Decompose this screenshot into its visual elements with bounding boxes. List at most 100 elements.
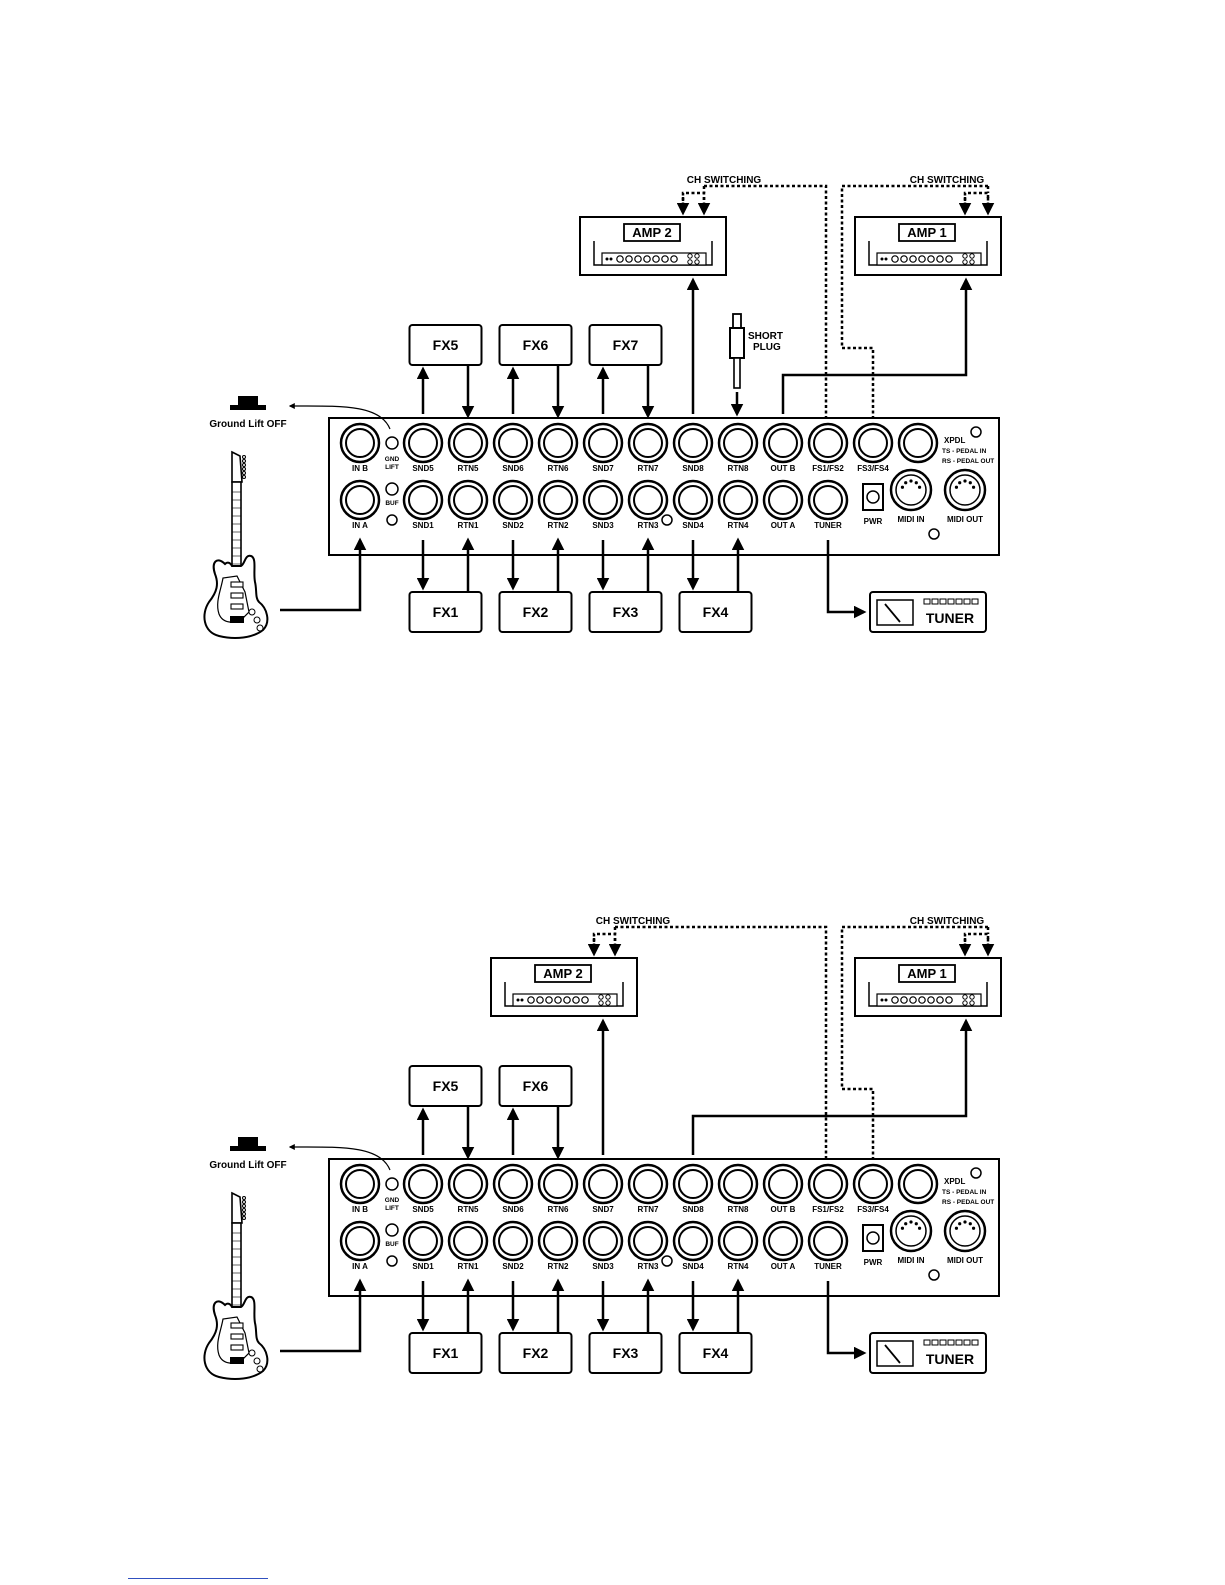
jack-fs3-fs4-inner	[858, 1169, 888, 1199]
screw	[970, 426, 982, 438]
amp-2-label: AMP 2	[632, 225, 672, 240]
jack-fs1-fs2-inner	[813, 1169, 843, 1199]
jack-rtn7-inner	[633, 428, 663, 458]
label-rtn3: RTN3	[638, 1262, 659, 1271]
ground-lift-arrow	[288, 402, 391, 430]
tuner-box-led	[963, 598, 971, 605]
fx-box-fx7	[588, 324, 663, 366]
tuner-box-led	[963, 1339, 971, 1346]
amp-1-dot	[880, 257, 884, 261]
fx-box-fx3-label: FX3	[613, 604, 639, 620]
label-snd2: SND2	[502, 521, 524, 530]
label-rtn4: RTN4	[728, 1262, 749, 1271]
fx-box-fx4	[678, 591, 753, 633]
label-snd8: SND8	[682, 1205, 704, 1214]
buf-led	[385, 482, 399, 496]
jack-snd7-inner	[588, 428, 618, 458]
jack-rtn8-inner	[723, 428, 753, 458]
amp-1-knob	[918, 255, 926, 263]
footer-rule	[128, 1578, 268, 1579]
amp-2-label: AMP 2	[543, 966, 583, 981]
label-short: SHORT	[748, 331, 783, 342]
label-lift: LIFT	[385, 464, 399, 471]
fx-box-fx1-label: FX1	[433, 1345, 459, 1361]
tuner-cable	[826, 1281, 867, 1360]
jack-rtn4-inner	[723, 1226, 753, 1256]
short-plug-tip	[733, 357, 741, 389]
amp-1-knob	[909, 255, 917, 263]
label-fs3-fs4: FS3/FS4	[857, 464, 889, 473]
fx-box-fx6	[498, 324, 573, 366]
guitar-knob	[256, 624, 264, 632]
midi-in-pin	[914, 1222, 918, 1226]
amp-2-switch	[605, 994, 611, 1000]
screw	[661, 1255, 673, 1267]
jack-rtn5-inner	[453, 428, 483, 458]
amp-2-knob	[634, 255, 642, 263]
guitar-pickup	[230, 1333, 244, 1340]
amp-2-dot	[609, 257, 613, 261]
amp-1-knob	[936, 996, 944, 1004]
tuner-box-led	[931, 1339, 939, 1346]
label-fs1-fs2: FS1/FS2	[812, 1205, 844, 1214]
label-snd2: SND2	[502, 1262, 524, 1271]
guitar-pickup	[230, 1344, 244, 1351]
guitar	[203, 450, 269, 639]
amp-2-switch	[687, 253, 693, 259]
amp-1-label-frame	[898, 223, 956, 242]
label-tuner: TUNER	[814, 521, 842, 530]
tuner-box-meter	[876, 599, 914, 626]
screw	[386, 1255, 398, 1267]
label-out-b: OUT B	[771, 1205, 796, 1214]
fx-box-fx4-label: FX4	[703, 1345, 729, 1361]
fx-box-fx3	[588, 591, 663, 633]
label-in-b: IN B	[352, 464, 368, 473]
ground-lift-switch-base	[230, 1146, 266, 1151]
fx-box-fx6	[498, 1065, 573, 1107]
amp-1-knob	[936, 255, 944, 263]
guitar-pickup	[230, 581, 244, 588]
amp-2-knob	[661, 255, 669, 263]
jack-fs1-fs2-inner	[813, 428, 843, 458]
guitar-tuning-peg	[242, 467, 246, 471]
label-ch-switching-left: CH SWITCHING	[596, 916, 671, 927]
jack-rtn2-inner	[543, 485, 573, 515]
guitar-neck	[231, 1222, 242, 1312]
label-snd7: SND7	[592, 464, 614, 473]
amp-1-switch	[969, 253, 975, 259]
guitar-knob	[248, 1349, 256, 1357]
amp-1-switch	[962, 259, 968, 265]
jack-snd4-inner	[678, 485, 708, 515]
tuner-box-label: TUNER	[926, 1351, 974, 1367]
jack-in-a-inner	[345, 1226, 375, 1256]
fx-box-fx3	[588, 1332, 663, 1374]
jack-rtn1-inner	[453, 485, 483, 515]
midi-in-pin	[909, 479, 913, 483]
label-gnd: GND	[385, 456, 400, 463]
label-midi-out: MIDI OUT	[947, 1256, 983, 1265]
label-rtn2: RTN2	[548, 1262, 569, 1271]
tuner-box-needle	[884, 603, 901, 623]
midi-in-pin	[900, 1226, 905, 1230]
midi-in-jack-inner	[895, 1215, 927, 1247]
fx-box-fx6-label: FX6	[523, 1078, 549, 1094]
label-snd3: SND3	[592, 1262, 614, 1271]
amp-1-switch	[969, 259, 975, 265]
guitar-knob	[248, 608, 256, 616]
label-out-a: OUT A	[771, 521, 796, 530]
pwr-jack-hole	[866, 1231, 880, 1245]
label-xpdl-ts: TS - PEDAL IN	[942, 1189, 987, 1196]
label-snd1: SND1	[412, 1262, 434, 1271]
jack-snd6-inner	[498, 1169, 528, 1199]
label-rtn6: RTN6	[548, 1205, 569, 1214]
amp-2-knob	[572, 996, 580, 1004]
amp-1-dot	[880, 998, 884, 1002]
label-midi-in: MIDI IN	[897, 515, 924, 524]
amp-1-knob	[918, 996, 926, 1004]
guitar-tuning-peg	[242, 471, 246, 475]
midi-out-pin	[971, 485, 976, 489]
jack-rtn6-inner	[543, 428, 573, 458]
label-snd4: SND4	[682, 1262, 704, 1271]
fx-box-fx7-label: FX7	[613, 337, 639, 353]
ground-lift-arrow	[288, 1143, 391, 1171]
